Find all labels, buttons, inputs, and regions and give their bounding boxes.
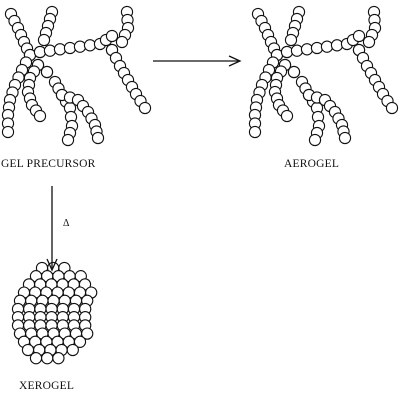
particle <box>338 131 352 145</box>
heat-symbol: Δ <box>63 218 70 229</box>
xerogel-label: XEROGEL <box>19 380 75 392</box>
particle <box>41 352 54 365</box>
particle <box>83 39 97 52</box>
particle <box>385 101 399 115</box>
particle <box>287 65 301 79</box>
particle <box>115 35 129 49</box>
particle <box>66 343 79 357</box>
particle <box>362 35 376 49</box>
particle <box>310 41 324 55</box>
particle <box>81 327 94 340</box>
particle <box>37 33 51 47</box>
particle <box>308 133 322 147</box>
particle <box>29 352 43 365</box>
particle <box>91 131 105 145</box>
gel-precursor-label: GEL PRECURSOR <box>1 158 96 170</box>
xerogel-dense-packing <box>11 261 98 365</box>
particle <box>280 45 294 59</box>
particle <box>300 43 314 56</box>
particle <box>63 41 77 55</box>
particle <box>248 125 262 139</box>
particle <box>1 125 15 139</box>
particle <box>61 133 75 147</box>
particle <box>330 39 344 52</box>
aerogel-network <box>248 5 399 147</box>
particle <box>40 65 54 79</box>
particle <box>52 352 65 365</box>
particle <box>290 44 304 57</box>
particle <box>138 101 152 115</box>
particle <box>105 29 119 43</box>
particle <box>53 43 67 56</box>
particle <box>73 335 87 348</box>
arrow-to-aerogel <box>153 55 242 67</box>
particle <box>320 40 334 53</box>
particle <box>43 44 57 57</box>
aerogel-label: AEROGEL <box>284 158 340 170</box>
particle <box>33 45 47 59</box>
particle <box>352 29 366 43</box>
particle <box>33 109 47 123</box>
particle <box>73 40 87 53</box>
particle <box>284 33 298 47</box>
particle <box>280 109 294 123</box>
gel-precursor-network <box>1 5 152 147</box>
arrow-to-xerogel <box>46 186 58 272</box>
